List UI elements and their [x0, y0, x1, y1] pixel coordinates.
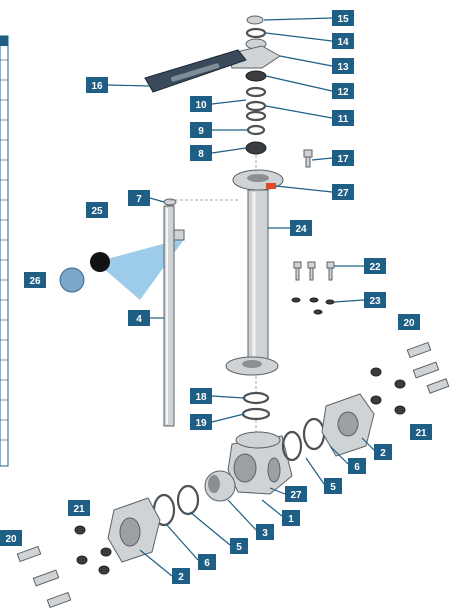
- svg-text:21: 21: [415, 428, 427, 439]
- seal-ring-18: [242, 391, 270, 405]
- callout-1: 1: [282, 510, 300, 526]
- svg-text:15: 15: [337, 14, 349, 25]
- svg-text:16: 16: [91, 81, 103, 92]
- callout-16: 16: [86, 77, 108, 93]
- sphere-ball: [59, 267, 85, 293]
- nuts-23: [291, 297, 335, 315]
- callout-18: 18: [190, 388, 212, 404]
- svg-text:1: 1: [288, 514, 294, 525]
- svg-text:24: 24: [295, 224, 307, 235]
- svg-text:20: 20: [5, 534, 17, 545]
- svg-text:19: 19: [195, 418, 207, 429]
- svg-text:2: 2: [178, 572, 184, 583]
- callout-8: 8: [190, 145, 212, 161]
- callout-19: 19: [190, 414, 212, 430]
- svg-text:11: 11: [338, 114, 349, 125]
- svg-text:4: 4: [136, 314, 142, 325]
- svg-text:13: 13: [337, 62, 349, 73]
- detail-highlight-cone: [96, 238, 185, 300]
- screw-17: [303, 149, 313, 168]
- callout-20-right: 20: [398, 314, 420, 330]
- svg-text:27: 27: [337, 188, 349, 199]
- extension-bottom-flange: [225, 356, 279, 376]
- callout-17: 17: [332, 150, 354, 166]
- valve-body: [227, 431, 293, 495]
- svg-text:18: 18: [195, 392, 207, 403]
- callout-23: 23: [364, 292, 386, 308]
- callout-10: 10: [190, 96, 212, 112]
- svg-text:23: 23: [369, 296, 381, 307]
- callout-24: 24: [290, 220, 312, 236]
- callout-15: 15: [332, 10, 354, 26]
- callout-22: 22: [364, 258, 386, 274]
- svg-text:26: 26: [29, 276, 41, 287]
- extension-top-flange: [232, 169, 284, 191]
- svg-text:25: 25: [91, 206, 103, 217]
- svg-text:8: 8: [198, 149, 204, 160]
- left-fasteners: [16, 525, 112, 609]
- callout-20-left: 20: [0, 530, 22, 546]
- callout-9: 9: [190, 122, 212, 138]
- svg-text:20: 20: [403, 318, 415, 329]
- top-nut-stack: [245, 15, 267, 155]
- callout-5-right: 5: [324, 478, 342, 494]
- svg-text:2: 2: [380, 448, 386, 459]
- left-edge-list: [0, 35, 9, 467]
- callout-6-right: 6: [348, 458, 366, 474]
- callout-11: 11: [332, 110, 354, 126]
- svg-text:9: 9: [198, 126, 204, 137]
- extension-tube: [247, 189, 269, 361]
- callout-21-left: 21: [68, 500, 90, 516]
- callout-13: 13: [332, 58, 354, 74]
- callout-12: 12: [332, 83, 354, 99]
- svg-text:6: 6: [204, 558, 210, 569]
- svg-text:10: 10: [195, 100, 207, 111]
- callout-27-top: 27: [332, 184, 354, 200]
- callout-4: 4: [128, 310, 150, 326]
- bolts-22: [293, 261, 335, 281]
- leader-lines: [107, 17, 375, 577]
- seal-ring-19: [241, 407, 271, 421]
- handle-lever: [144, 49, 247, 93]
- callout-2-right: 2: [374, 444, 392, 460]
- left-seat-set: [152, 484, 200, 527]
- svg-text:7: 7: [136, 194, 142, 205]
- svg-text:12: 12: [337, 87, 349, 98]
- svg-text:5: 5: [330, 482, 336, 493]
- right-seat-set: [281, 393, 375, 462]
- callout-27-bottom: 27: [285, 486, 307, 502]
- black-ball: [90, 252, 110, 272]
- svg-text:3: 3: [262, 528, 268, 539]
- svg-text:6: 6: [354, 462, 360, 473]
- svg-text:22: 22: [369, 262, 381, 273]
- callout-25: 25: [86, 202, 108, 218]
- callout-2-left: 2: [172, 568, 190, 584]
- valve-ball: [204, 470, 236, 502]
- svg-text:27: 27: [290, 490, 302, 501]
- callout-7: 7: [128, 190, 150, 206]
- long-stem: [163, 198, 185, 427]
- stop-plate: [227, 45, 281, 69]
- callout-3: 3: [256, 524, 274, 540]
- callout-14: 14: [332, 33, 354, 49]
- svg-text:14: 14: [337, 37, 349, 48]
- callout-26: 26: [24, 272, 46, 288]
- left-end-cap: [107, 497, 161, 563]
- right-fasteners: [370, 341, 450, 415]
- assembly-guides: [170, 155, 257, 434]
- svg-text:21: 21: [73, 504, 85, 515]
- callout-21-right: 21: [410, 424, 432, 440]
- callout-6-left: 6: [198, 554, 216, 570]
- callout-5-left: 5: [230, 538, 248, 554]
- svg-text:17: 17: [337, 154, 349, 165]
- svg-text:5: 5: [236, 542, 242, 553]
